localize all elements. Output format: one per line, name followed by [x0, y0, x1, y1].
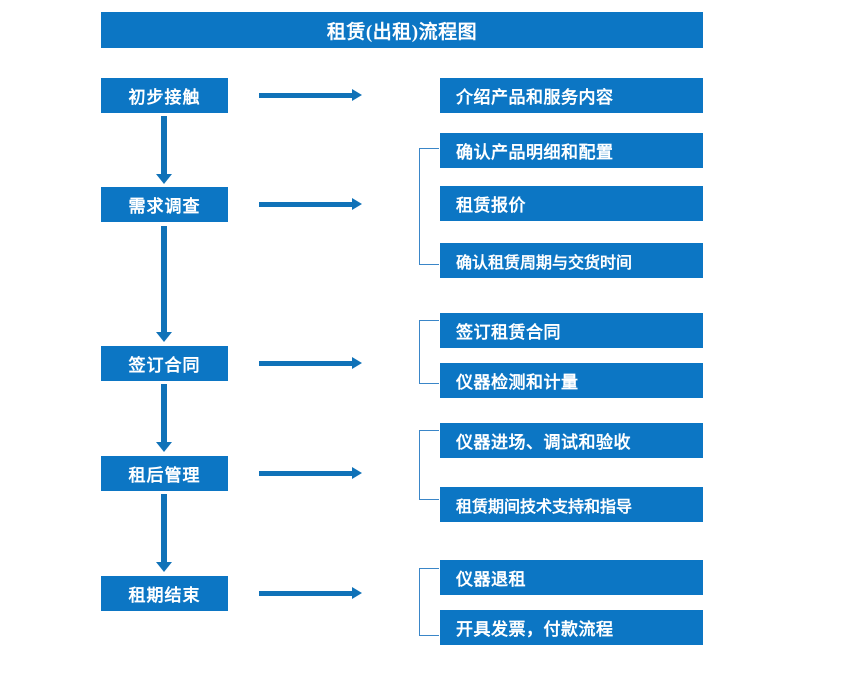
- arrow-shaft: [259, 591, 353, 596]
- arrow-shaft: [259, 93, 353, 98]
- arrow-head: [156, 332, 172, 342]
- group-bracket-4: [419, 568, 439, 636]
- group-bracket-2: [419, 320, 439, 384]
- horizontal-arrow-3: [259, 356, 362, 370]
- vertical-arrow-2: [156, 226, 172, 342]
- arrow-head: [156, 562, 172, 572]
- arrow-head: [156, 174, 172, 184]
- detail-box-3[interactable]: 租赁报价: [440, 186, 703, 221]
- arrow-head: [352, 198, 362, 210]
- horizontal-arrow-5: [259, 586, 362, 600]
- detail-box-6[interactable]: 仪器检测和计量: [440, 363, 703, 398]
- detail-box-10[interactable]: 开具发票，付款流程: [440, 610, 703, 645]
- detail-box-2[interactable]: 确认产品明细和配置: [440, 133, 703, 168]
- arrow-head: [352, 89, 362, 101]
- arrow-shaft: [259, 202, 353, 207]
- detail-box-1[interactable]: 介绍产品和服务内容: [440, 78, 703, 113]
- horizontal-arrow-1: [259, 88, 362, 102]
- arrow-head: [156, 442, 172, 452]
- detail-box-5[interactable]: 签订租赁合同: [440, 313, 703, 348]
- stage-box-1[interactable]: 初步接触: [101, 78, 228, 113]
- horizontal-arrow-4: [259, 466, 362, 480]
- detail-box-9[interactable]: 仪器退租: [440, 560, 703, 595]
- stage-box-3[interactable]: 签订合同: [101, 346, 228, 381]
- stage-box-4[interactable]: 租后管理: [101, 456, 228, 491]
- arrow-shaft: [161, 494, 167, 563]
- arrow-head: [352, 357, 362, 369]
- group-bracket-3: [419, 430, 439, 500]
- vertical-arrow-4: [156, 494, 172, 572]
- horizontal-arrow-2: [259, 197, 362, 211]
- stage-box-2[interactable]: 需求调查: [101, 187, 228, 222]
- detail-box-8[interactable]: 租赁期间技术支持和指导: [440, 487, 703, 522]
- arrow-head: [352, 587, 362, 599]
- vertical-arrow-1: [156, 116, 172, 184]
- arrow-shaft: [161, 116, 167, 175]
- flowchart-title: 租赁(出租)流程图: [101, 12, 703, 48]
- stage-box-5[interactable]: 租期结束: [101, 576, 228, 611]
- arrow-shaft: [161, 384, 167, 443]
- arrow-shaft: [259, 471, 353, 476]
- detail-box-4[interactable]: 确认租赁周期与交货时间: [440, 243, 703, 278]
- detail-box-7[interactable]: 仪器进场、调试和验收: [440, 423, 703, 458]
- arrow-shaft: [259, 361, 353, 366]
- group-bracket-1: [419, 148, 439, 265]
- vertical-arrow-3: [156, 384, 172, 452]
- arrow-shaft: [161, 226, 167, 333]
- arrow-head: [352, 467, 362, 479]
